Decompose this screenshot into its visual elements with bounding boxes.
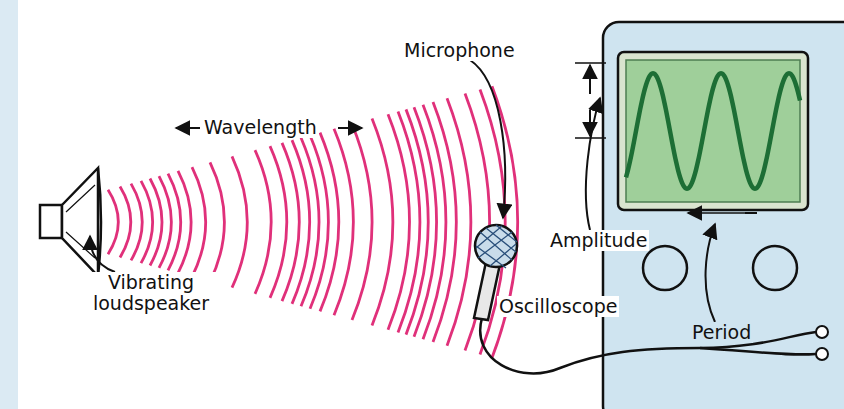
- loudspeaker: [40, 168, 101, 276]
- wave-arc: [301, 138, 319, 307]
- wave-arc: [447, 98, 471, 345]
- wave-arc: [150, 179, 162, 266]
- wave-arc: [372, 119, 393, 326]
- sine-trace: [626, 73, 800, 188]
- wave-arc: [131, 184, 142, 261]
- wave-arc: [320, 133, 339, 312]
- label: Period: [690, 322, 753, 343]
- wave-arc: [334, 129, 353, 315]
- wave-arc: [388, 114, 410, 330]
- wave-arc: [492, 86, 518, 358]
- wave-arc: [210, 162, 224, 281]
- wave-arc: [270, 146, 287, 298]
- wave-arc: [414, 107, 437, 337]
- label: Microphone: [402, 40, 517, 61]
- wave-arc: [141, 181, 153, 263]
- label: Oscilloscope: [497, 296, 619, 317]
- wave-arc: [352, 124, 372, 320]
- label: Amplitude: [548, 230, 649, 251]
- wave-arc: [255, 150, 271, 294]
- wave-arc: [310, 135, 328, 308]
- wave-arc: [120, 187, 131, 258]
- label: Vibrating loudspeaker: [74, 272, 228, 314]
- wave-arc: [168, 174, 181, 271]
- wave-arc: [292, 140, 310, 304]
- wave-arc: [108, 190, 118, 254]
- wave-arc: [178, 171, 191, 273]
- label: Wavelength: [202, 117, 319, 138]
- wave-arc: [159, 176, 171, 268]
- wave-arc: [433, 102, 456, 342]
- left-strip: [0, 0, 18, 409]
- wave-arc: [192, 167, 206, 277]
- sound-waves: [108, 86, 518, 358]
- cable: [480, 318, 816, 373]
- wave-arc: [232, 156, 247, 287]
- wave-arc: [423, 105, 446, 339]
- wave-arc: [282, 143, 299, 301]
- cable: [700, 348, 816, 355]
